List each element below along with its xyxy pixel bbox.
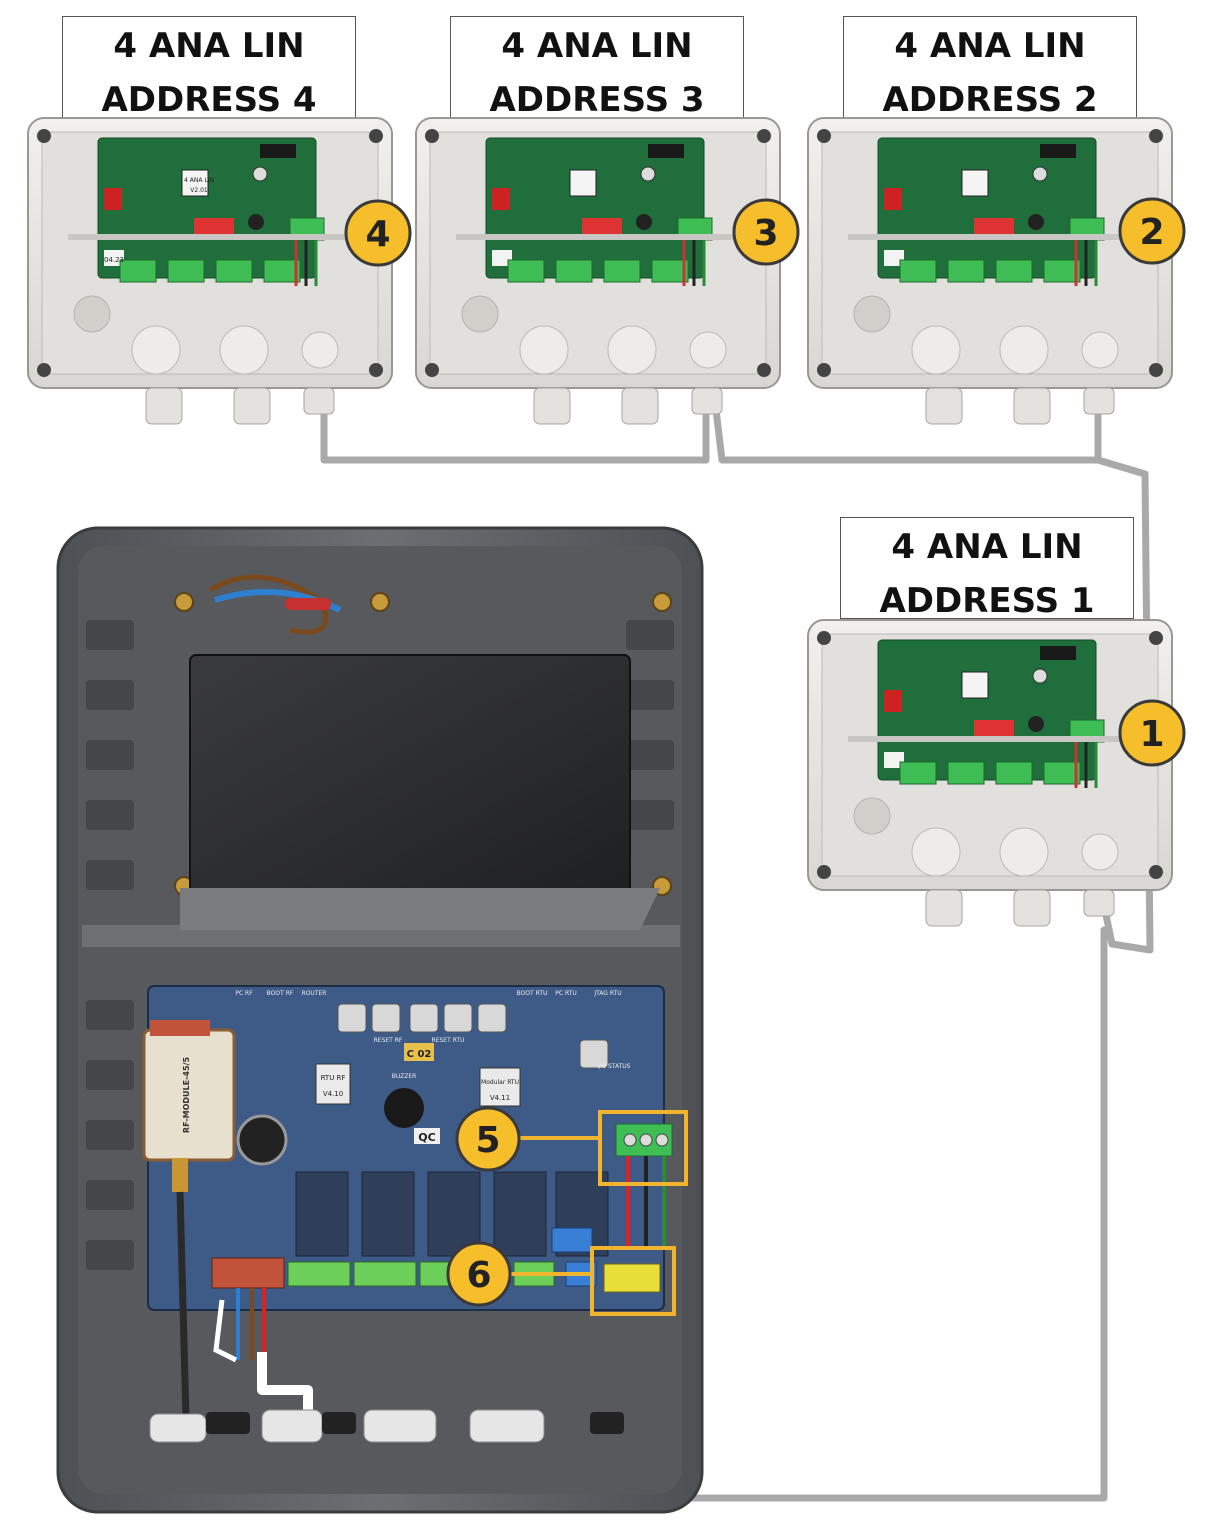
rtu-rf-version-silk: V4.10 <box>323 1090 343 1098</box>
badge-1: 1 <box>1118 699 1186 767</box>
boot-rtu-silk: BOOT RTU <box>517 990 548 997</box>
modular-rtu-version-silk: V4.11 <box>490 1094 510 1102</box>
svg-text:5: 5 <box>475 1120 500 1161</box>
buzzer-silk: BUZZER <box>392 1073 417 1080</box>
module-enclosure-address-1 <box>806 618 1174 928</box>
module-enclosure-address-3 <box>414 116 782 426</box>
modular-rtu-silk: Modular RTU <box>481 1079 519 1086</box>
module-version-silk: V2.01 <box>190 187 208 194</box>
svg-text:2: 2 <box>1139 212 1164 253</box>
svg-text:4: 4 <box>365 214 390 255</box>
svg-text:1: 1 <box>1139 714 1164 755</box>
svg-text:6: 6 <box>466 1255 491 1296</box>
module-address-text: ADDRESS 1 <box>879 581 1095 621</box>
module-label-address-3: 4 ANA LIN ADDRESS 3 <box>450 16 744 120</box>
badge-5: 5 <box>455 1106 521 1172</box>
reset-rf-silk: RESET RF <box>374 1037 403 1044</box>
module-type-text: 4 ANA LIN <box>894 26 1086 66</box>
module-enclosure-address-2 <box>806 116 1174 426</box>
badge-2: 2 <box>1118 197 1186 265</box>
jtag-rtu-silk: JTAG RTU <box>593 990 621 997</box>
rtu-enclosure: RF-MODULE-45/5 ROUTER BOOT RF BOOT RTU P… <box>56 526 704 1514</box>
c02-sticker: C 02 <box>407 1049 432 1060</box>
module-label-address-1: 4 ANA LIN ADDRESS 1 <box>840 517 1134 621</box>
badge-3: 3 <box>732 198 800 266</box>
module-type-text: 4 ANA LIN <box>501 26 693 66</box>
power-terminal-highlight <box>590 1246 676 1316</box>
badge-4: 4 <box>344 199 412 267</box>
router-silk: ROUTER <box>302 990 327 997</box>
module-date-silk: 04.23 <box>104 256 124 264</box>
bus-cable <box>320 296 1154 1502</box>
svg-text:3: 3 <box>753 213 778 254</box>
pc-rf-silk: PC RF <box>235 990 253 997</box>
reset-rtu-silk: RESET RTU <box>432 1037 465 1044</box>
rtu-rf-silk: RTU RF <box>321 1074 346 1082</box>
bus-terminal-highlight <box>598 1110 688 1186</box>
module-address-text: ADDRESS 2 <box>882 80 1098 120</box>
badge-6: 6 <box>446 1241 512 1307</box>
module-address-text: ADDRESS 3 <box>489 80 705 120</box>
module-label-address-4: 4 ANA LIN ADDRESS 4 <box>62 16 356 120</box>
module-address-text: ADDRESS 4 <box>101 80 317 120</box>
module-enclosure-address-4 <box>26 116 394 426</box>
boot-rf-silk: BOOT RF <box>267 990 294 997</box>
rf-module-silk: RF-MODULE-45/5 <box>182 1057 191 1134</box>
qc-sticker: QC <box>418 1131 435 1144</box>
io-status-silk: I/O STATUS <box>598 1063 631 1070</box>
module-type-text: 4 ANA LIN <box>113 26 305 66</box>
module-type-text: 4 ANA LIN <box>891 527 1083 567</box>
pc-rtu-silk: PC RTU <box>555 990 577 997</box>
module-name-silk: 4 ANA LIN <box>184 177 214 184</box>
